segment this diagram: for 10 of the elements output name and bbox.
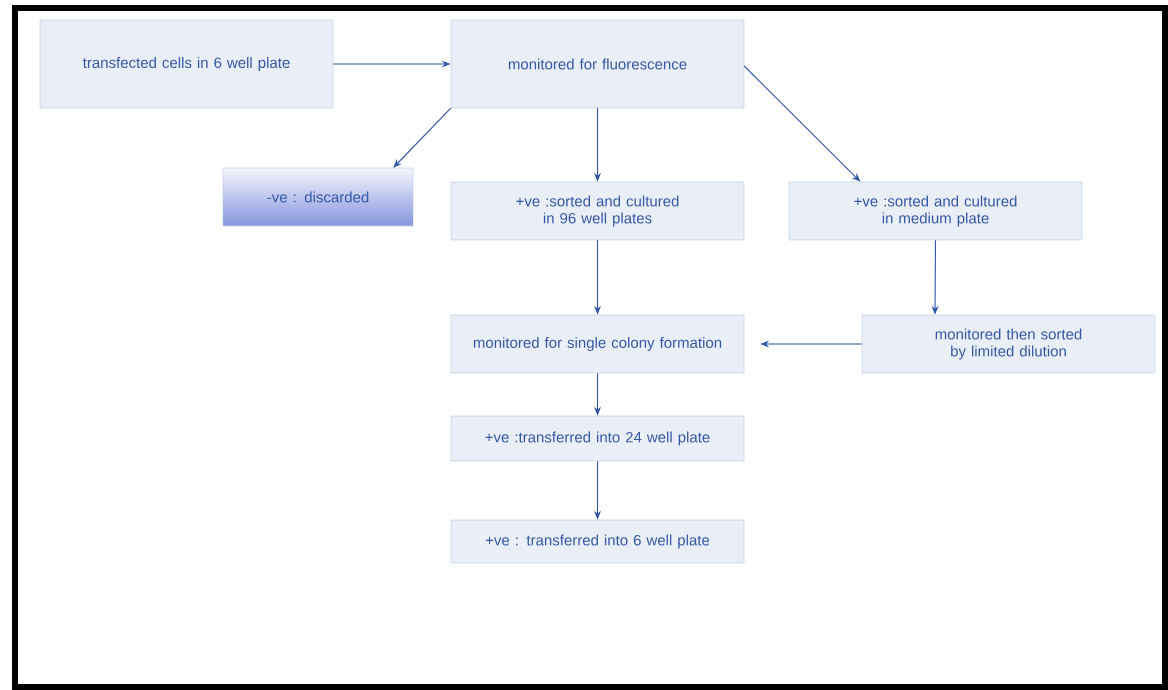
process-box: monitored then sorted by limited dilution (861, 314, 1156, 374)
process-box: transfected cells in 6 well plate (39, 19, 334, 109)
process-box: +ve :sorted and cultured in medium plate (788, 181, 1083, 241)
process-box: +ve : transferred into 6 well plate (450, 519, 745, 564)
process-box: monitored for fluorescence (450, 19, 745, 109)
process-box: monitored for single colony formation (450, 314, 745, 374)
arrow (393, 107, 452, 168)
discard-box: -ve : discarded (222, 167, 414, 227)
process-box: +ve :sorted and cultured in 96 well plates (450, 181, 745, 241)
process-box: +ve :transferred into 24 well plate (450, 415, 745, 462)
